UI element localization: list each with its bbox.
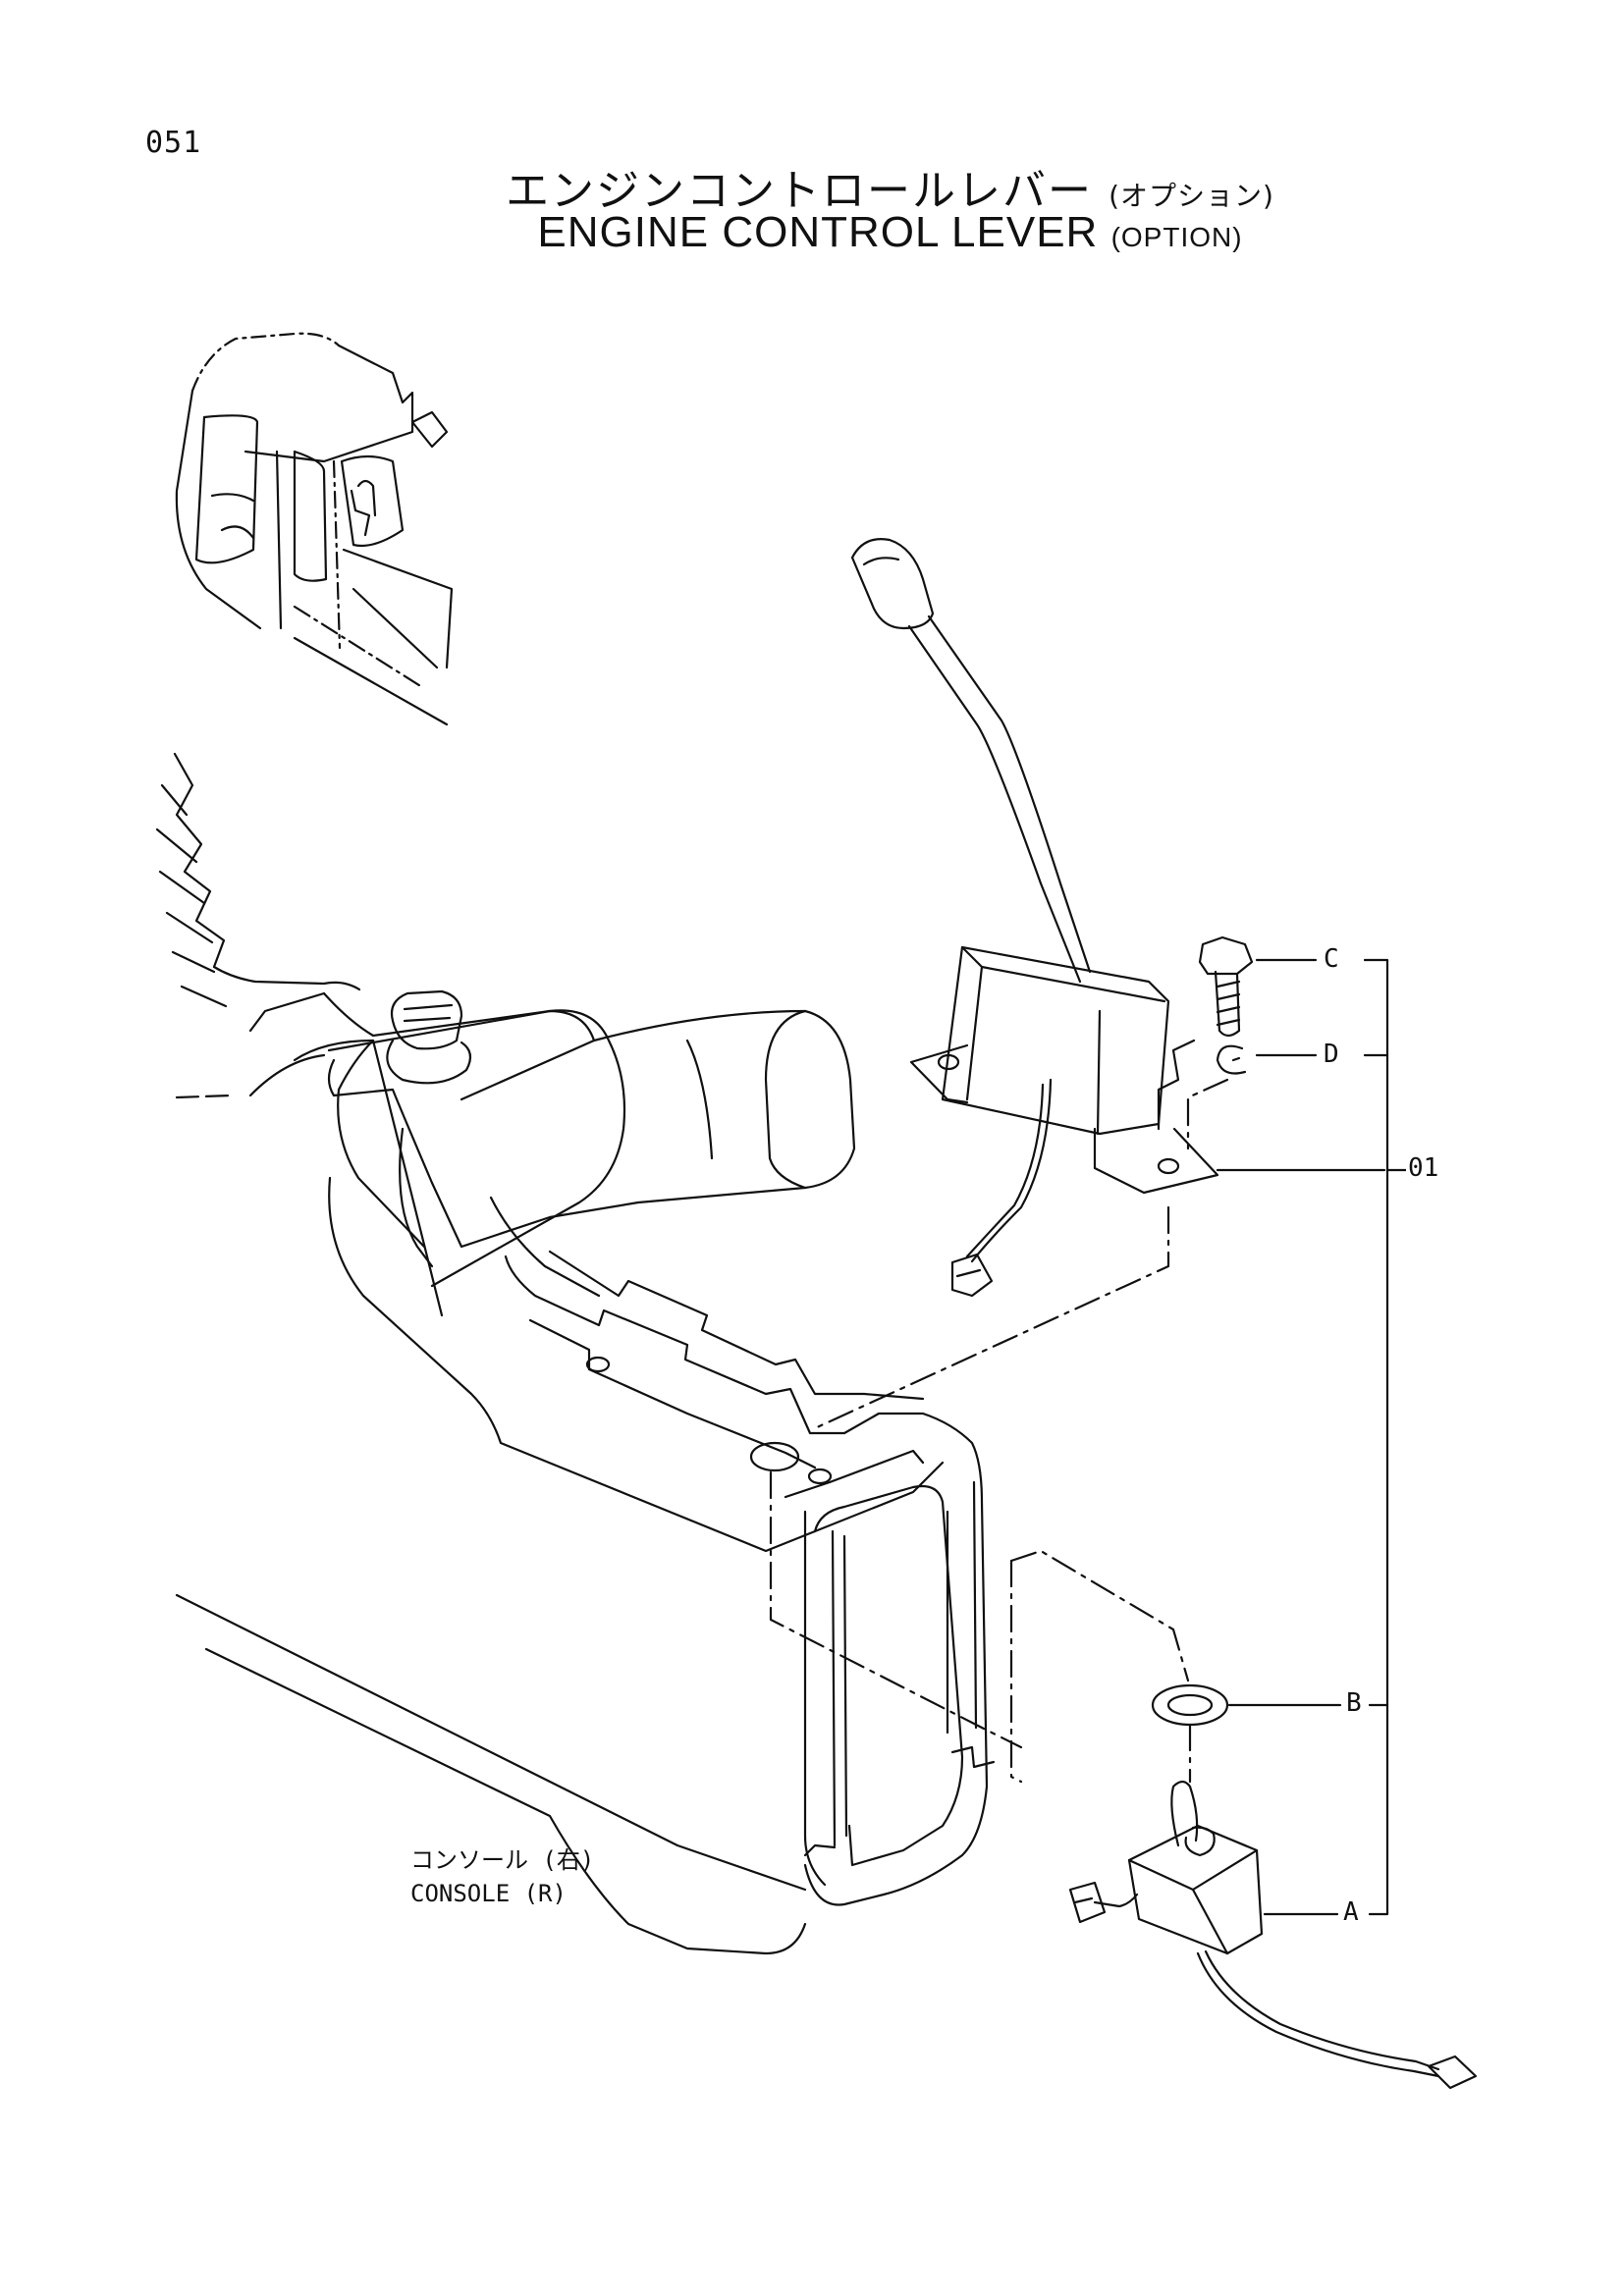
callout-b: B [1344, 1688, 1364, 1718]
console-label-en: CONSOLE (R) [410, 1880, 567, 1907]
console-label: コンソール (右) CONSOLE (R) [410, 1843, 594, 1910]
callout-a: A [1341, 1897, 1361, 1927]
assembly-guide-lines [771, 1080, 1227, 1782]
grommet-b [1153, 1685, 1227, 1725]
title-jp-sub: (オプション) [1109, 180, 1274, 212]
page-number: 051 [145, 126, 202, 160]
title-jp-main: エンジンコントロールレバー [506, 166, 1094, 216]
callout-assembly-01: 01 [1406, 1153, 1441, 1183]
key-switch [387, 991, 470, 1083]
console-body [157, 754, 994, 1953]
title-en-sub: (OPTION) [1110, 222, 1243, 252]
title-japanese: エンジンコントロールレバー (オプション) [0, 155, 1623, 218]
title-en-main: ENGINE CONTROL LEVER [537, 208, 1099, 256]
callout-d: D [1322, 1040, 1341, 1069]
lock-washer-d [1217, 1046, 1245, 1074]
callout-leaders [1217, 960, 1406, 1914]
console-label-jp: コンソール (右) [410, 1846, 595, 1874]
title-english: ENGINE CONTROL LEVER (OPTION) [0, 208, 1623, 257]
engine-control-lever [852, 539, 1217, 1296]
armrest-pad [295, 1010, 712, 1315]
callout-c: C [1322, 944, 1341, 974]
bolt-c [1200, 937, 1252, 1036]
switch-a [1070, 1782, 1476, 2088]
cab-overview-inset [177, 334, 452, 724]
